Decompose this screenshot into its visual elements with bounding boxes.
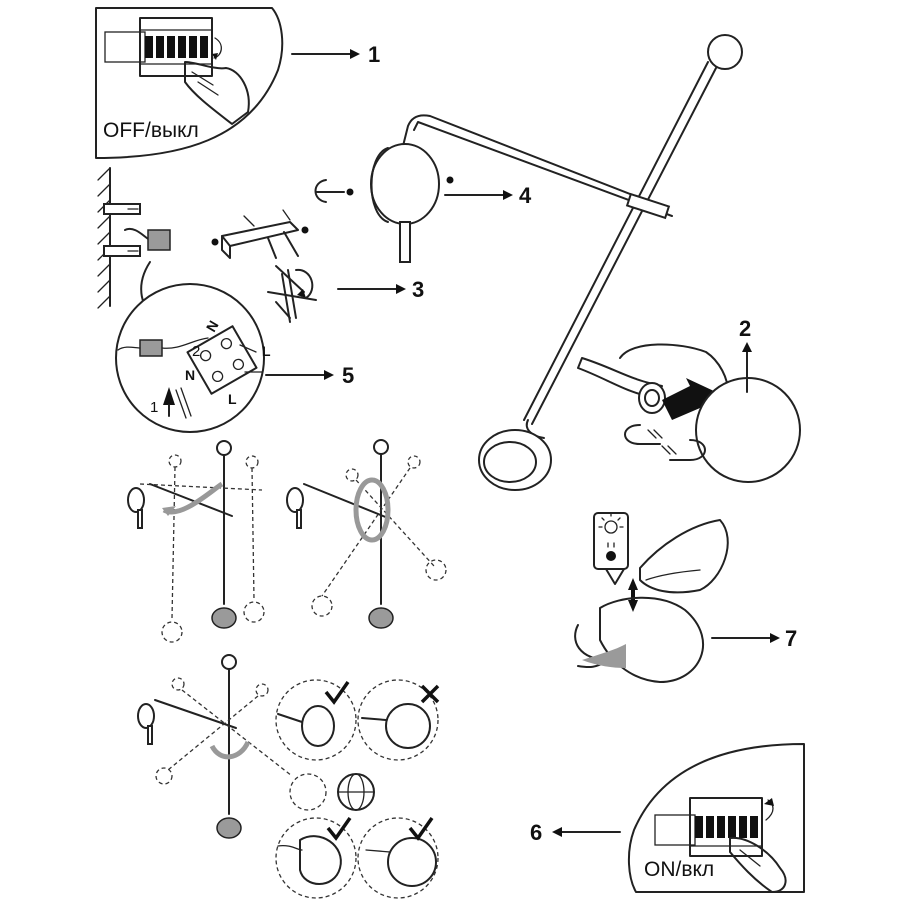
cross-icon: [420, 684, 440, 704]
arrow-icon: [444, 190, 513, 200]
detail-small: [289, 773, 375, 811]
breaker-panel-icon: [104, 17, 222, 77]
lamp-main: [478, 34, 743, 491]
rotation-icon: [353, 477, 391, 543]
hand-icon: [184, 61, 250, 125]
step-6-panel: ON/вкл 6: [530, 743, 805, 893]
rotation-icon: [209, 740, 251, 760]
check-icon: [326, 816, 352, 841]
touch-dimmer-icon: [593, 512, 629, 585]
rotation-diagram-1: [127, 440, 265, 643]
step-4-number: 4: [519, 183, 532, 208]
rotation-diagram-2: [286, 439, 447, 629]
step-5-wiring: N L N L 2 1 5: [97, 167, 354, 433]
hand-icon: [729, 836, 787, 893]
step-6-number: 6: [530, 820, 542, 845]
wiring-l-bottom: L: [228, 391, 237, 407]
step-4-canopy: 4: [314, 114, 673, 263]
step-3-bracket: 3: [211, 209, 424, 323]
screwdriver-icon: [314, 176, 454, 203]
rotation-diagram-3: [137, 654, 293, 839]
step-6-caption: ON/вкл: [644, 858, 714, 881]
detail-wrong: [357, 679, 440, 761]
wiring-step-1-label: 1: [150, 399, 158, 416]
screw-icon: [211, 209, 309, 259]
step-1-number: 1: [368, 42, 380, 67]
arrow-icon: [291, 49, 360, 59]
detail-correct-2: [275, 816, 357, 899]
detail-correct-3: [357, 816, 439, 899]
wiring-l-top: L: [262, 343, 271, 359]
wiring-step-2-label: 2: [192, 343, 200, 360]
breaker-panel-icon: [654, 797, 774, 857]
step-3-number: 3: [412, 277, 424, 302]
arrow-icon: [742, 342, 752, 393]
check-icon: [324, 680, 350, 705]
magnet-icon: [624, 424, 706, 461]
arrow-icon: [711, 633, 780, 643]
wall-icon: [97, 167, 171, 309]
check-icon: [408, 816, 434, 841]
step-5-number: 5: [342, 363, 354, 388]
terminal-block: [117, 325, 263, 395]
step-1-caption: OFF/выкл: [103, 119, 199, 142]
detail-correct-1: [275, 679, 357, 761]
step-7-touch: 7: [574, 512, 797, 683]
arrow-icon: [337, 284, 406, 294]
screwdriver-icon: [267, 265, 317, 323]
arrow-icon: [265, 370, 334, 380]
step-2-shade: 2: [577, 316, 801, 483]
step-2-number: 2: [739, 316, 751, 341]
step-7-number: 7: [785, 626, 797, 651]
step-1-panel: OFF/выкл 1: [95, 7, 380, 159]
arrow-icon: [552, 827, 621, 837]
wiring-n-bottom: N: [185, 367, 195, 383]
